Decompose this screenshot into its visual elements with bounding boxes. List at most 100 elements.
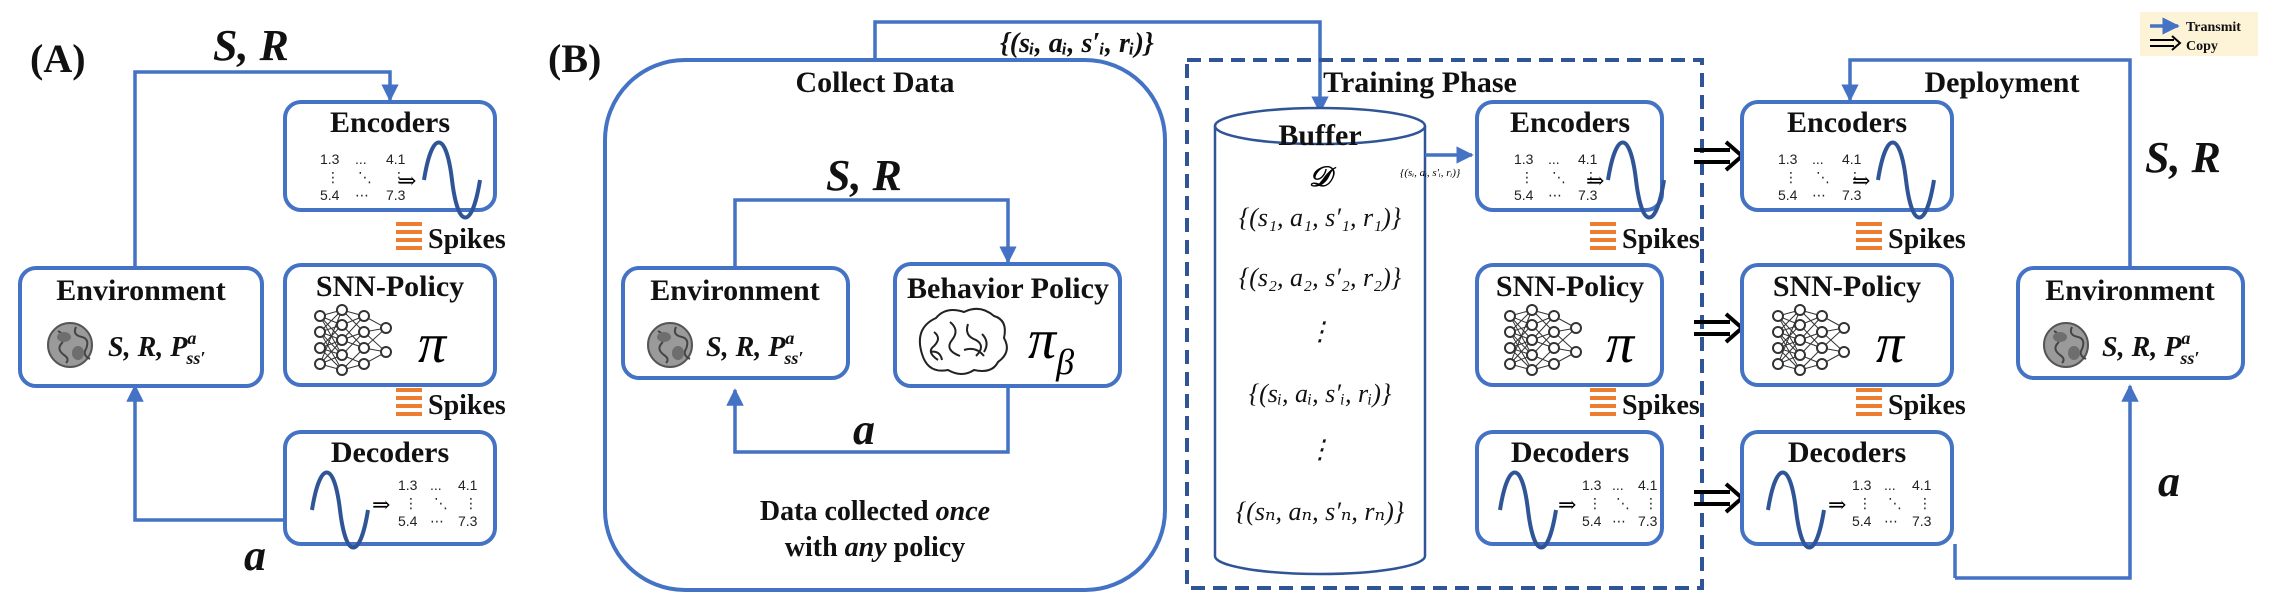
svg-text:7.3: 7.3 [1638, 513, 1658, 529]
panel-a-label: (A) [30, 36, 86, 81]
spikes-label-t2: Spikes [1622, 390, 1700, 421]
svg-text:5.4: 5.4 [1852, 513, 1872, 529]
svg-text:...: ... [355, 151, 367, 167]
svg-text:...: ... [430, 477, 442, 493]
svg-text:⋱: ⋱ [434, 495, 448, 511]
snn-policy-title-deploy: SNN-Policy [1773, 270, 1921, 303]
behavior-policy-box: Behavior Policy πβ [893, 262, 1122, 388]
legend: Transmit Copy [2140, 12, 2258, 56]
deployment-feedback-loop [1841, 58, 2139, 580]
svg-text:⋮: ⋮ [1644, 495, 1658, 511]
matrix-icon: 1.3...4.1 ⋮⋱⋮ 5.4⋯7.3 [1514, 151, 1598, 203]
svg-text:⋮: ⋮ [404, 495, 418, 511]
svg-text:7.3: 7.3 [386, 187, 406, 203]
svg-text:⋱: ⋱ [1888, 495, 1902, 511]
svg-text:7.3: 7.3 [1912, 513, 1932, 529]
matrix-icon: 1.3...4.1 ⋮⋱⋮ 5.4⋯7.3 [398, 477, 478, 529]
training-phase-title: Training Phase [1323, 66, 1517, 99]
transition-small-label: {(sᵢ, aᵢ, s′ᵢ, rᵢ)} [1400, 167, 1461, 179]
note-line-2: with any policy [785, 532, 965, 563]
state-reward-label-d: S, R [2145, 133, 2221, 182]
pi-symbol-deploy: π [1876, 313, 1906, 375]
copy-arrow-icon [2150, 39, 2174, 47]
svg-text:⋱: ⋱ [358, 169, 372, 185]
decoders-box-train: Decoders ⇒ 1.3...4.1 ⋮⋱⋮ 5.4⋯7.3 [1475, 430, 1664, 550]
buffer-row: {(s₁, a₁, s′₁, r₁)} [1239, 203, 1402, 232]
svg-text:⋱: ⋱ [1552, 169, 1566, 185]
matrix-icon: 1.3...4.1 ⋮⋱⋮ 5.4⋯7.3 [1582, 477, 1658, 529]
svg-text:...: ... [1612, 477, 1624, 493]
pi-symbol-train: π [1606, 313, 1636, 375]
svg-text:⋮: ⋮ [392, 169, 406, 185]
legend-transmit: Transmit [2186, 20, 2241, 35]
panel-b-label: (B) [548, 36, 601, 81]
encoders-box-train: Encoders 1.3...4.1 ⋮⋱⋮ 5.4⋯7.3 ⇒ [1475, 100, 1666, 220]
decoders-title-train: Decoders [1511, 436, 1629, 469]
svg-text:5.4: 5.4 [398, 513, 418, 529]
svg-text:⋱: ⋱ [1816, 169, 1830, 185]
snn-policy-box-a: SNN-Policy π [283, 263, 497, 387]
action-label-d: a [2158, 457, 2180, 506]
svg-text:⋮: ⋮ [1520, 169, 1534, 185]
svg-text:⋮: ⋮ [1858, 495, 1872, 511]
svg-text:5.4: 5.4 [1582, 513, 1602, 529]
svg-text:1.3: 1.3 [398, 477, 418, 493]
svg-text:4.1: 4.1 [1912, 477, 1932, 493]
svg-text:⋮: ⋮ [1784, 169, 1798, 185]
buffer-row: {(sₙ, aₙ, s′ₙ, rₙ)} [1236, 497, 1405, 526]
svg-text:5.4: 5.4 [320, 187, 340, 203]
globe-icon [647, 322, 693, 368]
transition-set-label: {(sᵢ, aᵢ, s′ᵢ, rᵢ)} [1000, 28, 1154, 59]
svg-text:4.1: 4.1 [1638, 477, 1658, 493]
svg-text:⋮: ⋮ [1848, 169, 1862, 185]
buffer-row: ⋮ [1307, 317, 1333, 346]
encoders-title-a: Encoders [330, 106, 450, 139]
pi-symbol-a: π [418, 313, 448, 375]
svg-text:⋮: ⋮ [1584, 169, 1598, 185]
environment-title-deploy: Environment [2045, 274, 2214, 307]
globe-icon [47, 322, 93, 368]
decoders-title-a: Decoders [331, 436, 449, 469]
state-reward-label-b: S, R [826, 151, 902, 200]
spikes-icon [1590, 388, 1616, 416]
svg-text:1.3: 1.3 [1582, 477, 1602, 493]
spikes-label-a2: Spikes [428, 390, 506, 421]
spikes-icon [396, 388, 422, 416]
snn-policy-title-train: SNN-Policy [1496, 270, 1644, 303]
svg-text:1.3: 1.3 [320, 151, 340, 167]
encoders-box-a: Encoders 1.3...4.1 ⋮⋱⋮ 5.4⋯7.3 ⇒ [283, 100, 497, 220]
spikes-icon [1590, 222, 1616, 250]
deployment-title: Deployment [1925, 66, 2080, 99]
note-line-1: Data collected once [760, 496, 990, 527]
collect-data-title: Collect Data [795, 66, 954, 99]
buffer-row: {(s₂, a₂, s′₂, r₂)} [1239, 263, 1402, 292]
implies-arrow-icon: ⇒ [1852, 168, 1870, 193]
svg-text:4.1: 4.1 [1578, 151, 1598, 167]
svg-text:5.4: 5.4 [1778, 187, 1798, 203]
spikes-label-d1: Spikes [1888, 224, 1966, 255]
spikes-icon [396, 222, 422, 250]
matrix-icon: 1.3...4.1 ⋮⋱⋮ 5.4⋯7.3 [1778, 151, 1862, 203]
decoders-box-deploy: Decoders ⇒ 1.3...4.1 ⋮⋱⋮ 5.4⋯7.3 [1740, 430, 1954, 550]
spikes-label-a1: Spikes [428, 224, 506, 255]
environment-title-a: Environment [56, 274, 225, 307]
buffer-cylinder: Buffer 𝒟 {(s₁, a₁, s′₁, r₁)} {(s₂, a₂, s… [1213, 106, 1427, 576]
legend-copy: Copy [2186, 39, 2218, 54]
svg-text:⋮: ⋮ [326, 169, 340, 185]
pi-beta-symbol: πβ [1028, 309, 1074, 382]
buffer-row: ⋮ [1307, 435, 1333, 464]
buffer-title: Buffer [1278, 119, 1361, 152]
svg-text:⋯: ⋯ [430, 513, 444, 529]
behavior-policy-title: Behavior Policy [907, 272, 1109, 305]
svg-text:1.3: 1.3 [1778, 151, 1798, 167]
svg-text:1.3: 1.3 [1514, 151, 1534, 167]
matrix-icon: 1.3...4.1 ⋮⋱⋮ 5.4⋯7.3 [320, 151, 406, 203]
encoders-title-deploy: Encoders [1787, 106, 1907, 139]
svg-text:7.3: 7.3 [458, 513, 478, 529]
svg-text:7.3: 7.3 [1578, 187, 1598, 203]
svg-text:4.1: 4.1 [386, 151, 406, 167]
svg-text:⋮: ⋮ [1588, 495, 1602, 511]
decoders-title-deploy: Decoders [1788, 436, 1906, 469]
